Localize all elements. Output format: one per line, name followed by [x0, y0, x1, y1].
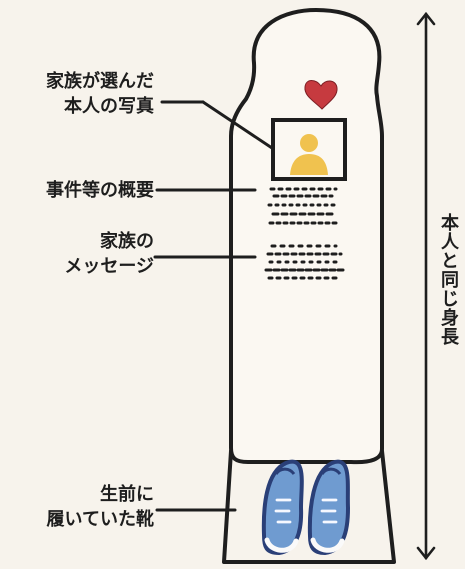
right-shoe-laces — [320, 498, 338, 524]
shoes-label-line-1: 生前に — [100, 484, 154, 505]
right-shoe-sole — [310, 537, 345, 553]
heart-icon — [304, 80, 338, 110]
family-message-text-placeholder — [264, 244, 345, 280]
shoes-label: 生前に 履いていた靴 — [10, 482, 154, 532]
case-summary-label-line-1: 事件等の概要 — [46, 180, 154, 201]
label-pointer-lines — [153, 100, 274, 512]
left-shoe-laces — [274, 498, 292, 524]
left-shoe-sole — [264, 537, 299, 553]
case-summary-label: 事件等の概要 — [10, 178, 154, 203]
family-message-label-line-2: メッセージ — [64, 256, 154, 277]
family-message-label-line-1: 家族の — [100, 231, 154, 252]
left-shoe — [261, 459, 304, 556]
height-indicator — [416, 11, 436, 561]
right-shoe-collar — [320, 467, 342, 475]
photo-pointer-diagonal — [201, 100, 274, 150]
case-summary-text-placeholder — [267, 187, 340, 225]
photo-label: 家族が選んだ 本人の写真 — [10, 69, 154, 119]
figure-silhouette-outline — [229, 8, 384, 465]
right-shoe — [307, 459, 351, 556]
photo-label-line-2: 本人の写真 — [64, 96, 154, 117]
photo-label-line-1: 家族が選んだ — [46, 71, 154, 92]
shoe-panel-outline — [222, 449, 396, 564]
left-shoe-collar — [274, 467, 296, 475]
family-message-label: 家族の メッセージ — [10, 229, 154, 279]
person-photo-icon — [290, 134, 328, 175]
shoes-label-line-2: 履いていた靴 — [46, 509, 154, 530]
sneaker-icon — [261, 459, 351, 556]
same-height-label: 本人と同じ身長 — [438, 213, 459, 346]
